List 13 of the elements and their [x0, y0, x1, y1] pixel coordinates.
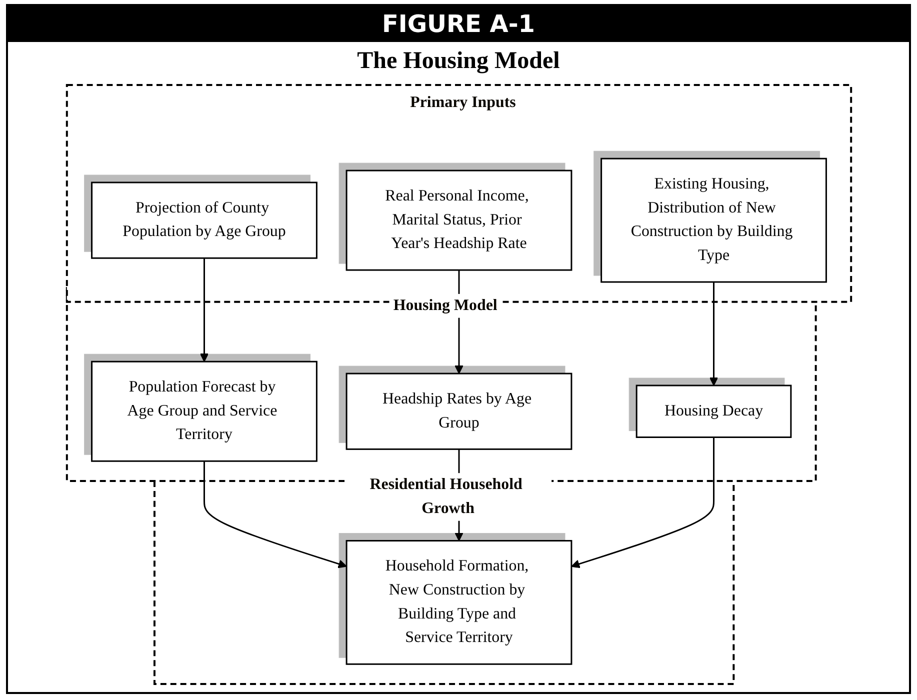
node-box: Housing Decay	[635, 384, 792, 438]
node-box: Real Personal Income, Marital Status, Prior Year's Headship Rate	[345, 170, 572, 271]
arrow	[570, 437, 714, 568]
node-box: Headship Rates by Age Group	[345, 372, 572, 450]
figure-label: FIGURE A-1	[8, 6, 909, 42]
arrow	[199, 258, 208, 362]
node-box: Existing Housing, Distribution of New Construction by Building Type	[600, 158, 826, 283]
arrow	[203, 461, 346, 568]
node-box: Projection of County Population by Age Group	[90, 182, 317, 259]
diagram-title: The Housing Model	[356, 48, 561, 75]
arrow	[708, 282, 718, 386]
node-box: Population Forecast by Age Group and Service Territory	[90, 360, 317, 462]
node-box: Household Formation, New Construction by Building Type and Service Territory	[345, 540, 572, 665]
